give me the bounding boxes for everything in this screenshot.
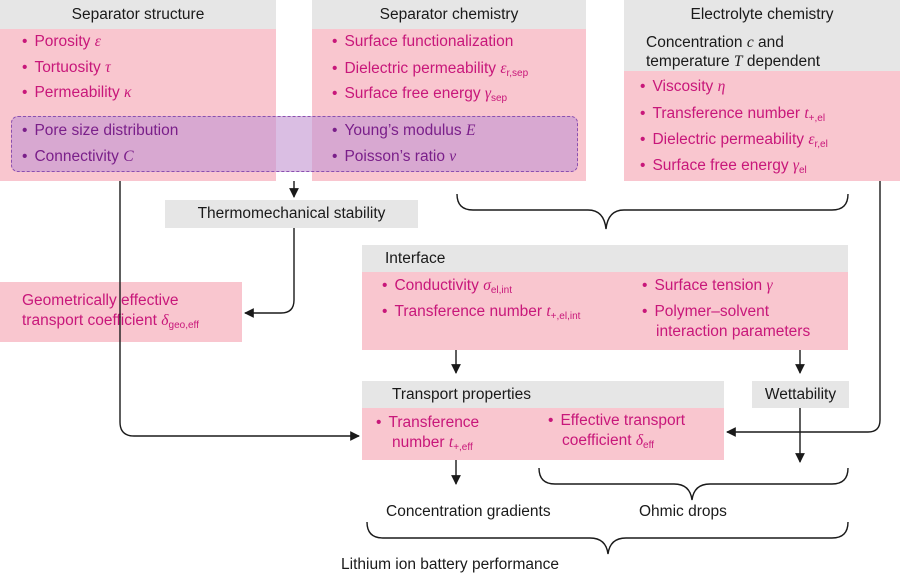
separator-structure-title: Separator structure: [71, 5, 205, 23]
wettability-box: Wettability: [752, 381, 849, 408]
eff-coefficient-item: •Effective transport coefficient δeff: [548, 412, 686, 451]
upper-brace: [456, 193, 849, 230]
performance-brace: [366, 521, 849, 555]
poissons-ratio-item: •Poisson’s ratio ν: [332, 148, 457, 165]
conductivity-item: •Conductivity σel,int: [382, 277, 512, 296]
viscosity-item: •Viscosity η: [640, 78, 726, 95]
surface-functionalization-item: •Surface functionalization: [332, 33, 514, 50]
ohmic-drops-label: Ohmic drops: [639, 503, 727, 520]
eff-transference-item: •Transference number t+,eff: [376, 414, 480, 453]
electrolyte-to-transport-arrow: [726, 181, 881, 437]
sep-dielectric-item: •Dielectric permeability εr,sep: [332, 60, 529, 79]
transport-properties-header: Transport properties: [362, 381, 724, 408]
interface-header: Interface: [362, 245, 848, 272]
polymer-solvent-item: •Polymer–solvent interaction parameters: [642, 303, 811, 340]
el-transference-item: •Transference number t+,el: [640, 105, 826, 124]
permeability-item: •Permeability κ: [22, 84, 132, 101]
ohmic-brace: [538, 467, 849, 501]
interface-title: Interface: [385, 249, 446, 267]
concentration-gradients-label: Concentration gradients: [386, 503, 551, 520]
surface-tension-item: •Surface tension γ: [642, 277, 773, 294]
transport-properties-box: [362, 408, 724, 460]
geometric-coefficient-box: [0, 282, 242, 342]
transport-properties-title: Transport properties: [392, 385, 531, 403]
separator-structure-header: Separator structure: [0, 0, 276, 29]
structure-to-transport-arrow: [119, 181, 360, 441]
youngs-modulus-item: •Young’s modulus E: [332, 122, 476, 139]
pore-size-item: •Pore size distribution: [22, 122, 179, 139]
separator-chemistry-title: Separator chemistry: [379, 5, 519, 23]
battery-performance-label: Lithium ion battery performance: [341, 556, 559, 573]
electrolyte-chemistry-header: Electrolyte chemistry Concentration c an…: [624, 0, 900, 71]
connectivity-item: •Connectivity C: [22, 148, 134, 165]
thermomechanical-stability-label: Thermomechanical stability: [197, 205, 386, 222]
interface-box: [362, 272, 848, 350]
separator-chemistry-header: Separator chemistry: [312, 0, 586, 29]
geometric-coefficient-text: Geometrically effective transport coeffi…: [22, 292, 199, 331]
electrolyte-dependence-note: Concentration c and temperature T depend…: [646, 34, 821, 70]
tortuosity-item: •Tortuosity τ: [22, 59, 111, 76]
porosity-item: •Porosity ε: [22, 33, 101, 50]
shared-properties-overlay: [11, 116, 578, 172]
thermomechanical-stability-box: Thermomechanical stability: [165, 200, 418, 228]
wettability-label: Wettability: [764, 385, 837, 403]
electrolyte-chemistry-title: Electrolyte chemistry: [690, 6, 834, 23]
el-surface-energy-item: •Surface free energy γel: [640, 157, 807, 176]
thermo-to-geometric-arrow: [244, 228, 295, 318]
int-transference-item: •Transference number t+,el,int: [382, 303, 581, 322]
el-dielectric-item: •Dielectric permeability εr,el: [640, 131, 828, 150]
electrolyte-chemistry-box: [624, 71, 900, 181]
sep-surface-energy-item: •Surface free energy γsep: [332, 85, 508, 104]
